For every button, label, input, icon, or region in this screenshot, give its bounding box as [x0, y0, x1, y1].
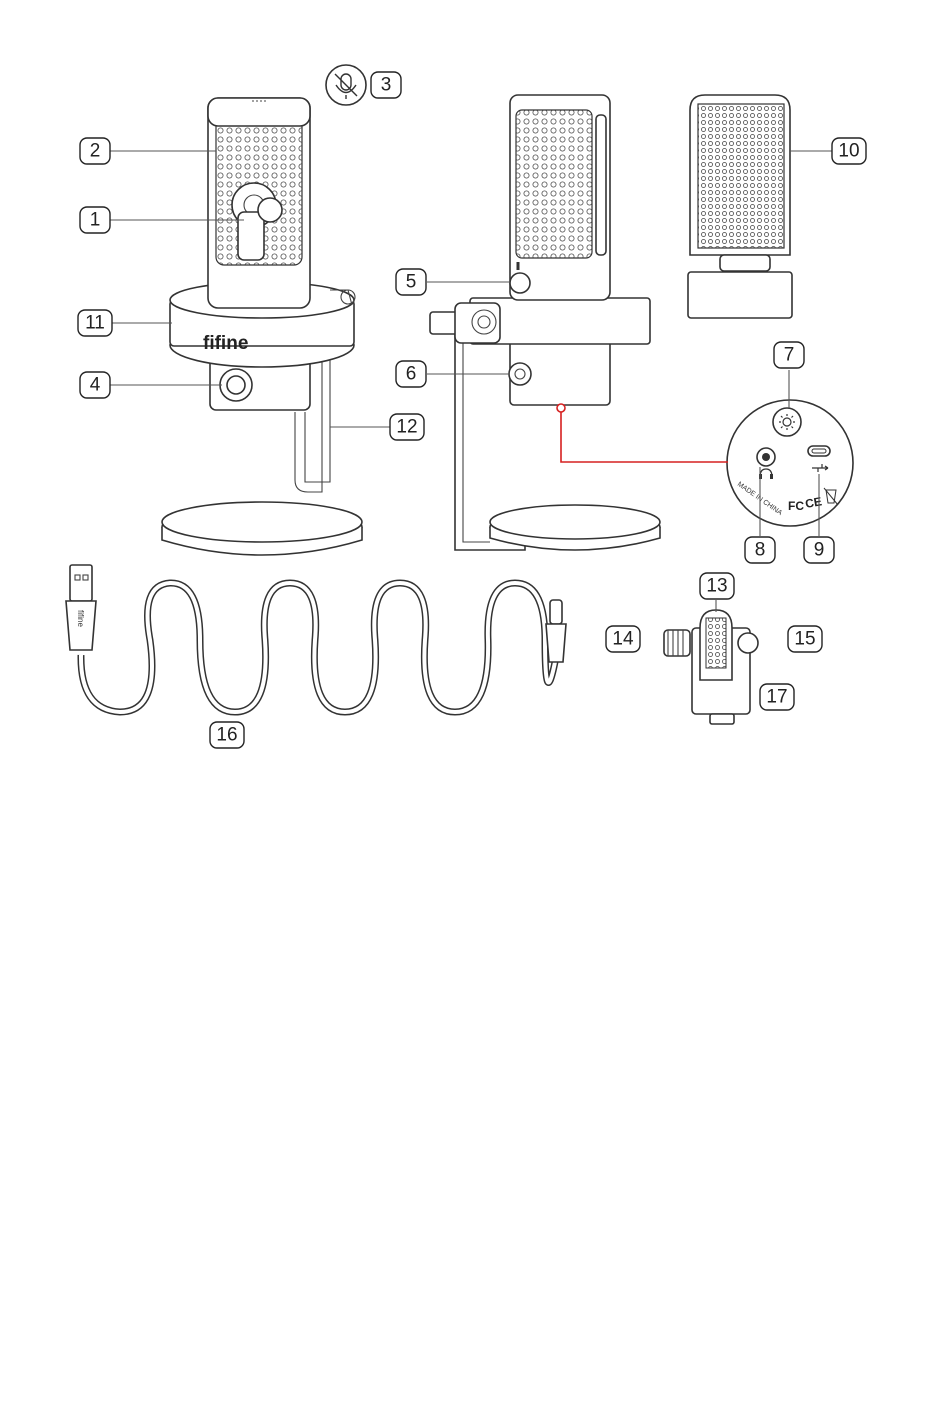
- svg-text:7: 7: [784, 345, 795, 366]
- callout-7: 7: [774, 342, 804, 368]
- headphone-jack: [757, 448, 775, 466]
- svg-text:3: 3: [381, 75, 392, 96]
- usb-cable: fifine: [66, 565, 566, 712]
- svg-text:13: 13: [706, 576, 727, 597]
- svg-text:8: 8: [755, 540, 766, 561]
- mic-mute-icon: [326, 65, 366, 105]
- svg-text:6: 6: [406, 364, 417, 385]
- stand-adapter: [664, 610, 758, 724]
- callout-3: 3: [371, 72, 401, 98]
- callout-2: 2: [80, 138, 110, 164]
- svg-text:1: 1: [90, 210, 101, 231]
- callout-14: 14: [606, 626, 640, 652]
- usb-c-port: [808, 446, 830, 456]
- callout-6: 6: [396, 361, 426, 387]
- callout-8: 8: [745, 537, 775, 563]
- callout-16: 16: [210, 722, 244, 748]
- svg-text:11: 11: [85, 313, 105, 334]
- ce-mark: CE: [804, 494, 823, 511]
- callout-1: 1: [80, 207, 110, 233]
- svg-text:5: 5: [406, 272, 417, 293]
- svg-text:14: 14: [612, 629, 634, 650]
- svg-text:12: 12: [396, 417, 417, 438]
- svg-text:16: 16: [216, 725, 237, 746]
- cable-brand-logo: fifine: [76, 610, 85, 627]
- brightness-icon: [773, 408, 801, 436]
- pop-filter: [688, 95, 792, 318]
- svg-text:10: 10: [838, 141, 859, 162]
- svg-text:9: 9: [814, 540, 825, 561]
- front-brand-logo: fifine: [203, 333, 248, 354]
- callout-11: 11: [78, 310, 112, 336]
- svg-text:2: 2: [90, 141, 101, 162]
- side-view-microphone: [430, 95, 660, 550]
- svg-text:17: 17: [766, 687, 787, 708]
- callout-5: 5: [396, 269, 426, 295]
- front-view-microphone: fifine: [162, 98, 362, 555]
- callout-10: 10: [832, 138, 866, 164]
- fc-mark: FC: [788, 499, 804, 513]
- callout-9: 9: [804, 537, 834, 563]
- callout-4: 4: [80, 372, 110, 398]
- callout-15: 15: [788, 626, 822, 652]
- callout-17: 17: [760, 684, 794, 710]
- callout-13: 13: [700, 573, 734, 599]
- svg-text:4: 4: [90, 375, 101, 396]
- callout-12: 12: [390, 414, 424, 440]
- svg-text:15: 15: [794, 629, 815, 650]
